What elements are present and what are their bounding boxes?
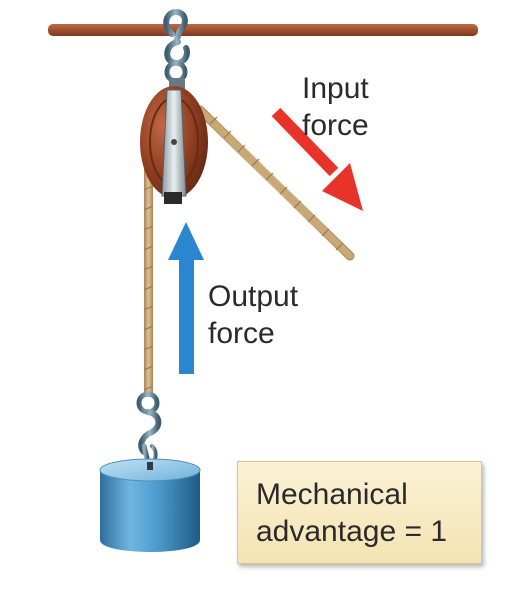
input-arrow-icon — [271, 107, 363, 211]
ceiling-hook-icon — [163, 8, 190, 84]
ceiling-beam — [48, 24, 478, 36]
rope-right — [195, 105, 355, 261]
output-force-label: Output force — [208, 280, 299, 350]
mechanical-advantage-label: Mechanical advantage = 1 — [256, 478, 448, 548]
mechanical-advantage-box: Mechanical advantage = 1 — [237, 461, 482, 564]
weight-icon — [99, 458, 201, 552]
input-force-label: Input force — [302, 72, 369, 142]
output-arrow-icon — [168, 222, 204, 374]
pulley-icon — [140, 78, 208, 204]
